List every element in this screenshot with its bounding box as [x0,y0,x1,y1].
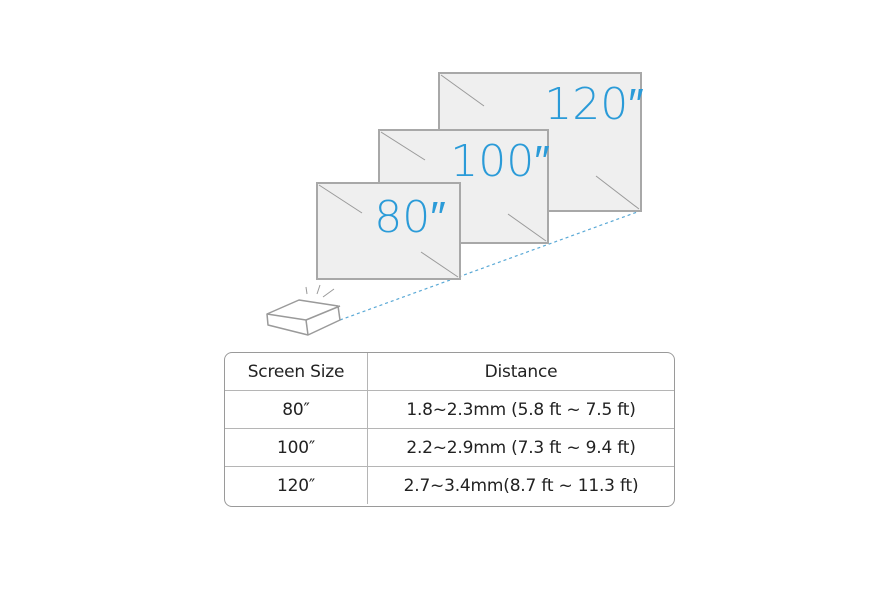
header-distance: Distance [484,361,558,382]
screen-100-label: 100″ [450,136,550,187]
table-header-row: Screen Size Distance [225,353,674,390]
cell-screen-size: 120″ [225,467,368,504]
cell-screen-size: 100″ [225,429,368,466]
cell-distance: 2.2~2.9mm (7.3 ft ~ 9.4 ft) [406,437,636,458]
screen-80: 80″ [316,182,461,280]
screen-120-label: 120″ [544,79,644,130]
table-row: 100″ 2.2~2.9mm (7.3 ft ~ 9.4 ft) [225,428,674,466]
cell-screen-size: 80″ [225,391,368,428]
screen-80-label: 80″ [374,192,446,243]
cell-distance: 2.7~3.4mm(8.7 ft ~ 11.3 ft) [403,475,639,496]
table-row: 120″ 2.7~3.4mm(8.7 ft ~ 11.3 ft) [225,466,674,504]
header-screen-size: Screen Size [225,353,368,390]
projection-beam-line [339,210,641,321]
cell-distance: 1.8~2.3mm (5.8 ft ~ 7.5 ft) [406,399,636,420]
projector-icon [266,284,341,336]
table-row: 80″ 1.8~2.3mm (5.8 ft ~ 7.5 ft) [225,390,674,428]
distance-table: Screen Size Distance 80″ 1.8~2.3mm (5.8 … [224,352,675,507]
